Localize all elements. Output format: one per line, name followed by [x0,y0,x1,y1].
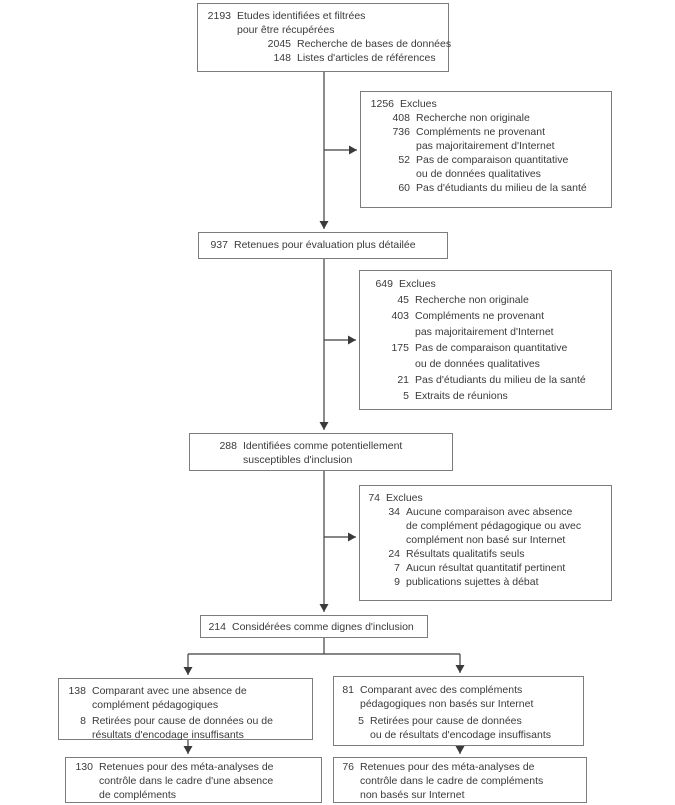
count-value: 288 [219,440,237,452]
count-value: 2193 [207,10,231,22]
flow-row: 403 Compléments ne provenant pas majorit… [381,308,607,340]
stage-label: Exclues [386,492,423,504]
flow-row: 138 Comparant avec une absence de complé… [64,684,308,712]
flow-row: 2193 Etudes identifiées et filtrées pour… [203,9,444,37]
stage-label: Retenues pour des méta-analyses de contr… [360,761,544,801]
count-value: 408 [392,112,410,124]
reason-label: Extraits de réunions [415,390,508,402]
flow-row: 24 Résultats qualitatifs seuls [385,547,607,561]
source-label: Recherche de bases de données [297,38,452,50]
count-value: 9 [394,576,400,588]
stage-label: Retenues pour évaluation plus détailée [234,239,416,251]
flow-row: 5 Extraits de réunions [381,388,607,404]
reason-label: Aucun résultat quantitatif pertinent [406,562,566,574]
reason-label: Retirées pour cause de données ou de rés… [370,715,552,741]
flow-row: 7 Aucun résultat quantitatif pertinent [385,561,607,575]
count-value: 45 [397,294,409,306]
stage-label: Exclues [400,98,437,110]
box-arm-no-supplement: 138 Comparant avec une absence de complé… [58,678,313,742]
count-value: 214 [208,621,226,633]
flow-row: 81 Comparant avec des compléments pédago… [339,683,579,711]
count-value: 21 [397,374,409,386]
box-included: 214 Considérées comme dignes d'inclusion [200,615,428,638]
count-value: 736 [392,126,410,138]
flow-row: 21 Pas d'étudiants du milieu de la santé [381,372,607,388]
flow-row: 34 Aucune comparaison avec absence de co… [385,505,607,547]
source-label: Listes d'articles de références [297,52,436,64]
count-value: 52 [398,154,410,166]
box-arm-non-internet: 81 Comparant avec des compléments pédago… [333,676,584,746]
count-value: 5 [403,390,409,402]
flow-row: 2045 Recherche de bases de données [263,37,451,51]
count-value: 937 [210,239,228,251]
count-value: 60 [398,182,410,194]
box-screened: 937 Retenues pour évaluation plus détail… [198,232,448,259]
count-value: 2045 [267,38,291,50]
count-value: 175 [391,342,409,354]
flow-row: 408 Recherche non originale [382,111,607,125]
flow-row: 52 Pas de comparaison quantitative ou de… [382,153,607,181]
flow-row: 60 Pas d'étudiants du milieu de la santé [382,181,607,195]
count-value: 1256 [370,98,394,110]
count-value: 74 [368,492,380,504]
stage-label: Exclues [399,278,436,290]
flow-row: 175 Pas de comparaison quantitative ou d… [381,340,607,372]
count-value: 649 [375,278,393,290]
reason-label: Compléments ne provenant pas majoritaire… [416,126,555,152]
box-identified-studies: 2193 Etudes identifiées et filtrées pour… [197,3,451,72]
flow-row: 130 Retenues pour des méta-analyses de c… [71,760,317,802]
flow-row: 8 Retirées pour cause de données ou de r… [64,714,308,742]
flow-row: 214 Considérées comme dignes d'inclusion [206,620,423,634]
flow-row: 288 Identifiées comme potentiellement su… [217,439,448,467]
box-final-non-internet: 76 Retenues pour des méta-analyses de co… [333,757,587,803]
reason-label: Pas de comparaison quantitative ou de do… [415,342,568,370]
count-value: 8 [80,715,86,727]
flow-row: 5 Retirées pour cause de données ou de r… [349,714,579,742]
flow-row: 45 Recherche non originale [381,292,607,308]
count-value: 81 [342,684,354,696]
box-excluded-1: 1256 Exclues 408 Recherche non originale… [360,91,612,208]
box-excluded-3: 74 Exclues 34 Aucune comparaison avec ab… [359,485,612,601]
count-value: 403 [391,310,409,322]
stage-label: Etudes identifiées et filtrées pour être… [237,10,366,36]
count-value: 148 [273,52,291,64]
count-value: 5 [358,715,364,727]
reason-label: publications sujettes à débat [406,576,539,588]
stage-label: Comparant avec des compléments pédagogiq… [360,684,534,710]
reason-label: Compléments ne provenant pas majoritaire… [415,310,554,338]
flow-row: 1256 Exclues [366,97,607,111]
flow-row: 148 Listes d'articles de références [263,51,444,65]
reason-label: Retirées pour cause de données ou de rés… [92,715,273,741]
reason-label: Pas d'étudiants du milieu de la santé [416,182,587,194]
flow-row: 937 Retenues pour évaluation plus détail… [208,238,443,252]
flow-row: 9 publications sujettes à débat [385,575,607,589]
count-value: 24 [388,548,400,560]
count-value: 138 [68,685,86,697]
reason-label: Recherche non originale [415,294,529,306]
reason-label: Recherche non originale [416,112,530,124]
stage-label: Comparant avec une absence de complément… [92,685,247,711]
flow-row: 736 Compléments ne provenant pas majorit… [382,125,607,153]
box-eligible: 288 Identifiées comme potentiellement su… [189,433,453,471]
stage-label: Retenues pour des méta-analyses de contr… [99,761,274,801]
reason-label: Aucune comparaison avec absence de compl… [406,506,582,546]
count-value: 34 [388,506,400,518]
reason-label: Résultats qualitatifs seuls [406,548,525,560]
reason-label: Pas d'étudiants du milieu de la santé [415,374,586,386]
flow-row: 76 Retenues pour des méta-analyses de co… [339,760,582,802]
count-value: 7 [394,562,400,574]
count-value: 130 [75,761,93,773]
stage-label: Considérées comme dignes d'inclusion [232,621,414,633]
stage-label: Identifiées comme potentiellement suscep… [243,440,403,466]
flow-row: 74 Exclues [365,491,607,505]
flow-row: 649 Exclues [365,276,607,292]
reason-label: Pas de comparaison quantitative ou de do… [416,154,569,180]
count-value: 76 [342,761,354,773]
box-final-no-supplement: 130 Retenues pour des méta-analyses de c… [65,757,322,803]
box-excluded-2: 649 Exclues 45 Recherche non originale 4… [359,270,612,410]
